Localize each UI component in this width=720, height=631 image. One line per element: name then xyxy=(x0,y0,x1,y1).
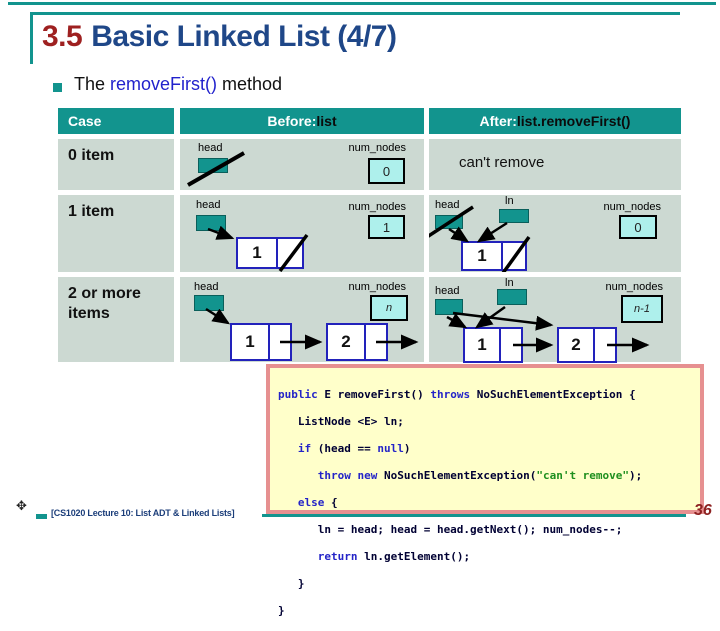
node-next-field xyxy=(501,243,525,269)
head-pointer-box xyxy=(196,215,226,231)
diagram-after-2-items: head ln 1 2 num_nodes n-1 xyxy=(429,277,681,363)
bullet-pre: The xyxy=(74,74,111,94)
case-2-or-more: 2 or more items xyxy=(58,277,174,362)
head-pointer-box xyxy=(435,299,463,315)
top-divider xyxy=(8,2,716,5)
code-line: ListNode <E> ln; xyxy=(278,414,404,428)
head-label: head xyxy=(435,285,460,297)
node-value: 1 xyxy=(245,332,255,351)
footer-dash-icon xyxy=(36,514,47,519)
code-line: public E removeFirst() throws NoSuchElem… xyxy=(278,387,636,401)
code-line: } xyxy=(278,603,285,617)
diagram-after-1-item: head ln 1 num_nodes 0 xyxy=(429,195,681,272)
num-nodes-box: 0 xyxy=(368,158,405,184)
ln-label: ln xyxy=(505,277,514,289)
num-nodes-label: num_nodes xyxy=(603,201,662,213)
title-section-number: 3.5 xyxy=(42,20,83,53)
node-value: 2 xyxy=(341,332,351,351)
node-next-field xyxy=(268,325,290,359)
list-node: 1 xyxy=(461,241,527,271)
code-line: else { xyxy=(297,495,338,509)
num-nodes-box: 0 xyxy=(619,215,657,239)
node-next-field xyxy=(276,239,302,267)
head-pointer-box xyxy=(194,295,224,311)
node-value: 2 xyxy=(571,335,581,354)
node-next-field xyxy=(593,329,615,361)
num-nodes-label: num_nodes xyxy=(348,201,407,213)
title-text: Basic Linked List (4/7) xyxy=(91,20,397,53)
num-nodes-box: 1 xyxy=(368,215,405,239)
node-next-field xyxy=(364,325,386,359)
ln-pointer-box xyxy=(499,209,529,223)
header-case: Case xyxy=(58,108,174,134)
node-value: 1 xyxy=(477,335,487,354)
head-pointer-box xyxy=(198,158,228,173)
ln-label: ln xyxy=(505,195,514,207)
list-node: 1 xyxy=(236,237,304,269)
footer-lecture-text: [CS1020 Lecture 10: List ADT & Linked Li… xyxy=(51,508,235,518)
node-value: 1 xyxy=(252,243,262,262)
num-nodes-box: n xyxy=(370,295,408,321)
footer-compass-icon: ✥ xyxy=(16,498,27,513)
case-0-item: 0 item xyxy=(58,139,174,190)
code-block: public E removeFirst() throws NoSuchElem… xyxy=(266,364,704,617)
code-line: } xyxy=(278,576,305,590)
ln-pointer-box xyxy=(497,289,527,305)
list-node-2: 2 xyxy=(557,327,617,363)
list-node-1: 1 xyxy=(463,327,523,363)
head-label: head xyxy=(196,199,221,211)
code-line: throw new NoSuchElementException("can't … xyxy=(317,468,643,482)
diagram-before-1-item: head 1 num_nodes 1 xyxy=(180,195,424,272)
num-nodes-label: num_nodes xyxy=(348,142,407,154)
bullet-line: The removeFirst() method xyxy=(74,74,282,95)
bullet-square-icon xyxy=(53,83,62,92)
node-value: 1 xyxy=(477,246,487,265)
node-next-field xyxy=(499,329,521,361)
head-label: head xyxy=(194,281,219,293)
diagram-before-0-item: head num_nodes 0 xyxy=(180,139,424,190)
code-line: ln = head; head = head.getNext(); num_no… xyxy=(278,522,623,536)
bullet-post: method xyxy=(217,74,283,94)
footer-divider xyxy=(262,514,686,517)
title-rule-vertical xyxy=(30,12,33,64)
head-label: head xyxy=(435,199,460,211)
cases-table: Case Before: list After: list.removeFirs… xyxy=(58,108,681,363)
case-1-item: 1 item xyxy=(58,195,174,272)
diagram-after-0-item: can't remove xyxy=(429,139,681,190)
num-nodes-label: num_nodes xyxy=(605,281,664,293)
head-pointer-box xyxy=(435,215,463,229)
bullet-method-name: removeFirst() xyxy=(110,74,218,94)
cant-remove-text: can't remove xyxy=(459,154,545,171)
page-number: 36 xyxy=(694,502,712,519)
num-nodes-label: num_nodes xyxy=(348,281,407,293)
list-node-1: 1 xyxy=(230,323,292,361)
title-rule-horizontal xyxy=(30,12,680,15)
diagram-before-2-items: head 1 2 num_nodes n xyxy=(180,277,424,362)
code-line: if (head == null) xyxy=(297,441,411,455)
code-line: return ln.getElement(); xyxy=(317,549,471,563)
header-after: After: list.removeFirst() xyxy=(429,108,681,134)
list-node-2: 2 xyxy=(326,323,388,361)
head-label: head xyxy=(198,142,223,154)
header-before: Before: list xyxy=(180,108,424,134)
num-nodes-box: n-1 xyxy=(621,295,663,323)
